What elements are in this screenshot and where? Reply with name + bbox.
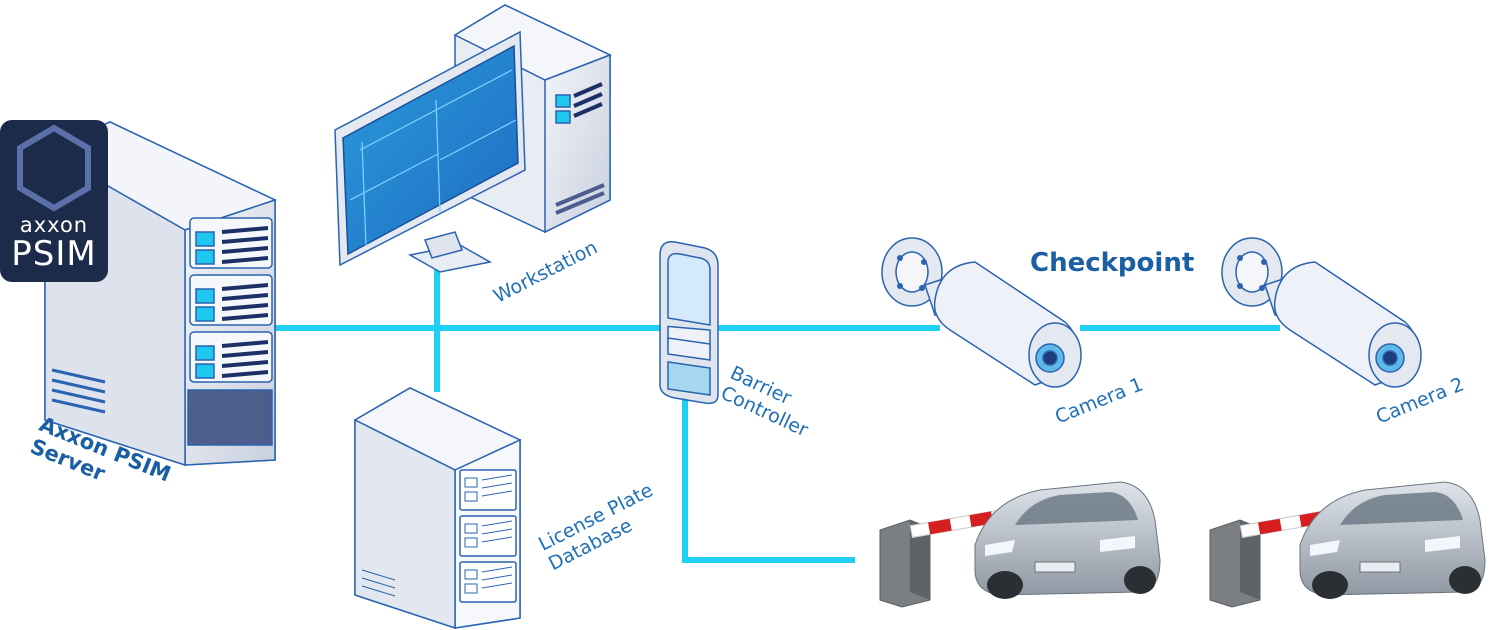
hexagon-icon	[17, 124, 91, 212]
car-2-icon	[1299, 481, 1486, 599]
axxon-psim-logo: axxon PSIM	[0, 120, 108, 282]
logo-text-axxon: axxon	[19, 213, 89, 237]
license-plate-database-icon	[353, 387, 522, 630]
diagram-title: Checkpoint	[1030, 248, 1195, 278]
car-1-icon	[974, 481, 1161, 599]
camera-2-icon	[1221, 237, 1422, 388]
logo-text-psim: PSIM	[11, 234, 97, 274]
camera-1-icon	[881, 237, 1082, 388]
workstation-monitor-icon	[334, 30, 526, 273]
network-links	[270, 268, 1280, 563]
barrier-controller-icon	[659, 241, 719, 405]
